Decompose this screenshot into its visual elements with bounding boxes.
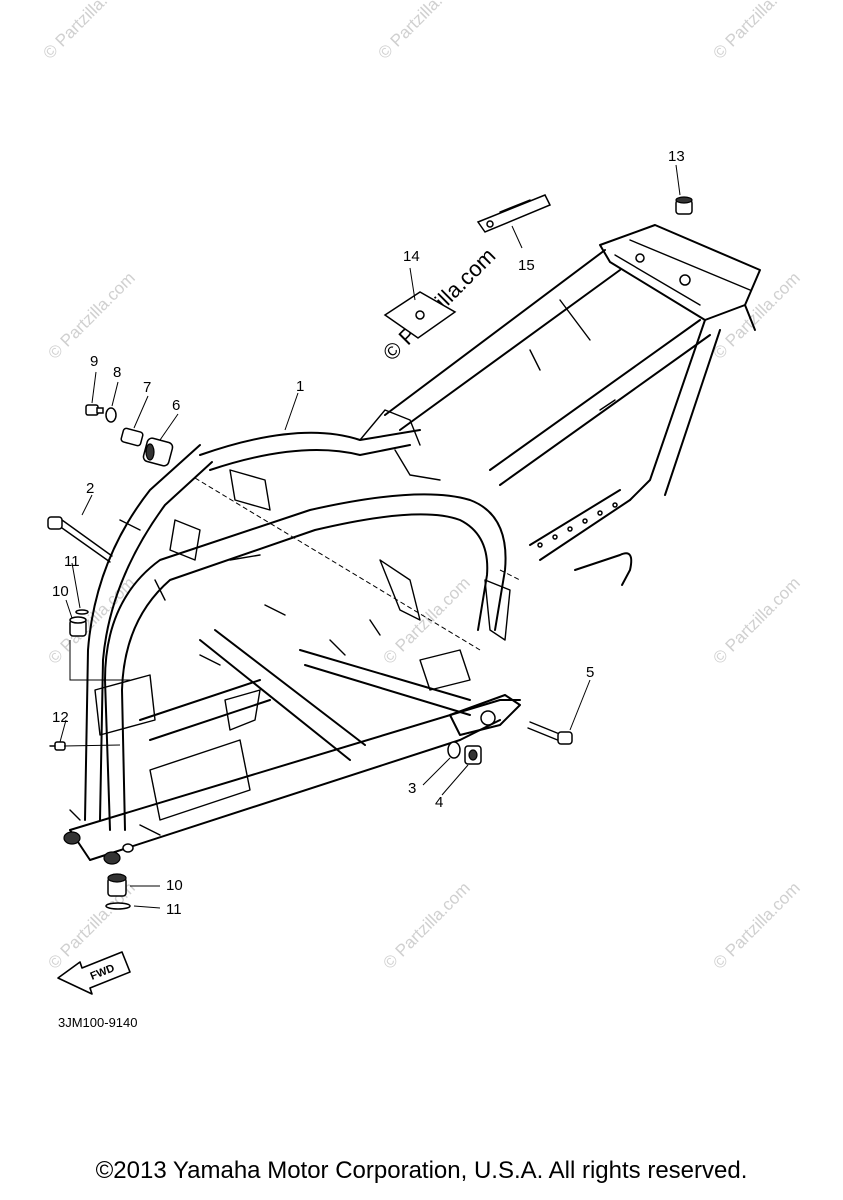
callout-15: 15 [518, 257, 535, 274]
callout-5: 5 [586, 664, 594, 681]
callout-11-lower: 11 [166, 901, 182, 918]
part-13-damper [675, 196, 693, 215]
watermark: © Partzilla.com [44, 268, 138, 362]
callout-6: 6 [172, 397, 180, 414]
callout-13: 13 [668, 148, 685, 165]
callout-11-upper: 11 [64, 553, 80, 570]
part-9-bolt [85, 404, 104, 416]
callout-labels: 13 15 14 9 8 7 6 1 2 11 10 12 5 3 4 10 1… [52, 148, 685, 918]
callout-9: 9 [90, 353, 98, 370]
watermark: © Partzilla.com [374, 0, 468, 63]
diagram-code: 3JM100-9140 [58, 1015, 138, 1030]
rail-holes [537, 502, 618, 548]
callout-4: 4 [435, 794, 443, 811]
callout-12: 12 [52, 709, 69, 726]
part-12-grease-nipple [49, 741, 66, 751]
part-10-collar-lower [107, 873, 127, 897]
part-3-washer [447, 741, 461, 759]
part-10-collar-upper [69, 616, 87, 637]
watermark: © Partzilla.com [709, 0, 803, 63]
part-2-bolt [47, 516, 113, 563]
callout-8: 8 [113, 364, 121, 381]
part-14-bracket [383, 291, 457, 339]
callout-14: 14 [403, 248, 420, 265]
part-5-pivot-bolt [527, 721, 573, 745]
callout-10-upper: 10 [52, 583, 69, 600]
watermark: © Partzilla.com [379, 878, 473, 972]
watermark: © Partzilla.com [709, 573, 803, 667]
part-11-ring-lower [105, 902, 131, 910]
watermark: © Partzilla.com [709, 878, 803, 972]
part-7-collar [120, 427, 144, 447]
callout-7: 7 [143, 379, 151, 396]
callout-2: 2 [86, 480, 94, 497]
part-8-washer [105, 407, 117, 423]
watermark: © Partzilla.com [709, 268, 803, 362]
watermark: © Partzilla.com [39, 0, 133, 63]
callout-1: 1 [296, 378, 304, 395]
part-6-damper [142, 437, 174, 467]
frame-part-1 [63, 224, 761, 865]
callout-10-lower: 10 [166, 877, 183, 894]
fwd-arrow-icon: FWD [57, 951, 131, 995]
callout-3: 3 [408, 780, 416, 797]
copyright-notice: ©2013 Yamaha Motor Corporation, U.S.A. A… [95, 1157, 748, 1184]
part-11-ring-upper [75, 609, 89, 615]
part-4-nut [464, 745, 482, 765]
leader-lines [59, 164, 681, 909]
part-15-plate [476, 194, 552, 233]
watermark: © Partzilla.com [379, 573, 473, 667]
